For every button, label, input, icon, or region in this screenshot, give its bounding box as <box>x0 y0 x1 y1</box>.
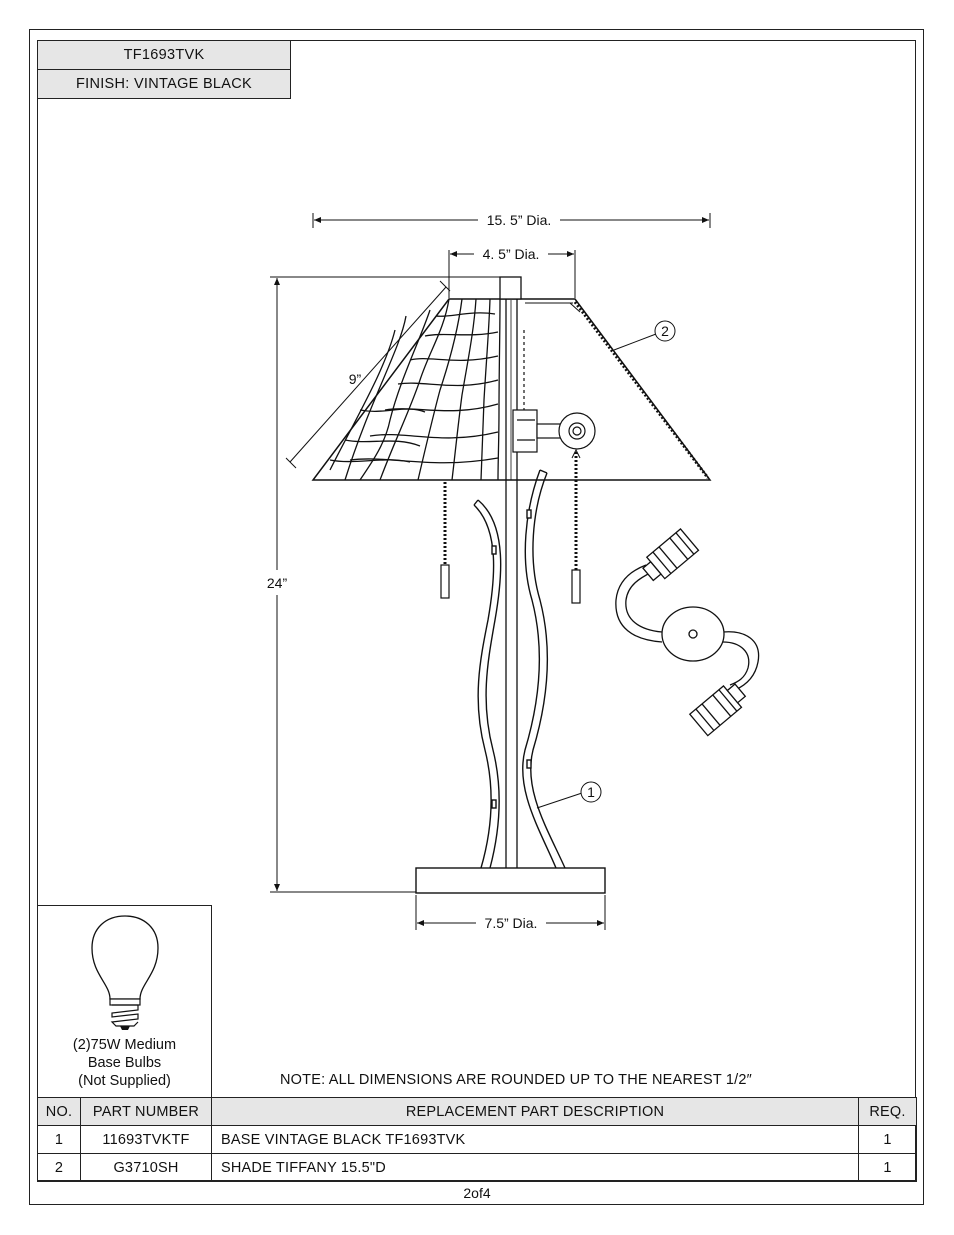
base-dimension-label: 7.5” Dia. <box>485 915 538 931</box>
callout-1-label: 1 <box>587 784 595 800</box>
col-header-description: REPLACEMENT PART DESCRIPTION <box>211 1097 859 1126</box>
col-header-req: REQ. <box>858 1097 917 1126</box>
shade-top-dimension-label: 4. 5” Dia. <box>483 246 540 262</box>
shade-bottom-dimension-label: 15. 5” Dia. <box>487 212 552 228</box>
base-arms <box>473 469 566 869</box>
center-rod <box>505 299 518 868</box>
cell-description: BASE VINTAGE BLACK TF1693TVK <box>211 1125 859 1154</box>
base-dimension <box>415 895 606 930</box>
bulb-line-3: (Not Supplied) <box>78 1073 171 1089</box>
model-number: TF1693TVK <box>37 40 291 70</box>
cell-req: 1 <box>858 1153 917 1182</box>
shade-bottom-dimension <box>312 213 711 228</box>
socket-detail <box>615 527 760 737</box>
lamp-shade <box>311 298 712 481</box>
shade-slant-dimension <box>285 280 451 469</box>
socket-cluster <box>512 330 596 453</box>
page-number: 2of4 <box>463 1185 491 1201</box>
cell-no: 1 <box>37 1125 81 1154</box>
cell-part-number: 11693TVKTF <box>80 1125 212 1154</box>
table-row: 1 11693TVKTF BASE VINTAGE BLACK TF1693TV… <box>37 1125 917 1154</box>
cell-part-number: G3710SH <box>80 1153 212 1182</box>
col-header-no: NO. <box>37 1097 81 1126</box>
col-header-part-number: PART NUMBER <box>80 1097 212 1126</box>
cell-no: 2 <box>37 1153 81 1182</box>
finial <box>499 276 522 300</box>
cell-req: 1 <box>858 1125 917 1154</box>
bulb-line-1: (2)75W Medium <box>72 1037 177 1053</box>
dimension-note: NOTE: ALL DIMENSIONS ARE ROUNDED UP TO T… <box>280 1072 752 1088</box>
lamp-base-plate <box>415 867 606 894</box>
callout-2-label: 2 <box>661 323 669 339</box>
parts-table-header: NO. PART NUMBER REPLACEMENT PART DESCRIP… <box>37 1097 917 1126</box>
bulb-icon <box>91 915 159 1030</box>
cell-description: SHADE TIFFANY 15.5"D <box>211 1153 859 1182</box>
callout-1 <box>536 781 602 809</box>
page-border <box>29 29 924 1205</box>
bulb-description: (2)75W Medium Base Bulbs (Not Supplied) <box>38 1036 211 1090</box>
height-dimension-label: 24” <box>267 575 288 591</box>
bulb-line-2: Base Bulbs <box>87 1055 162 1071</box>
pull-chain-left <box>440 482 450 599</box>
table-row: 2 G3710SH SHADE TIFFANY 15.5"D 1 <box>37 1153 917 1182</box>
pull-chain-right <box>571 448 581 604</box>
finish-label: FINISH: VINTAGE BLACK <box>37 69 291 99</box>
callout-2 <box>613 320 676 351</box>
shade-slant-dimension-label: 9” <box>349 371 362 387</box>
height-dimension <box>270 276 500 893</box>
bulb-info-box: (2)75W Medium Base Bulbs (Not Supplied) <box>37 905 212 1098</box>
parts-table: NO. PART NUMBER REPLACEMENT PART DESCRIP… <box>37 1097 917 1182</box>
